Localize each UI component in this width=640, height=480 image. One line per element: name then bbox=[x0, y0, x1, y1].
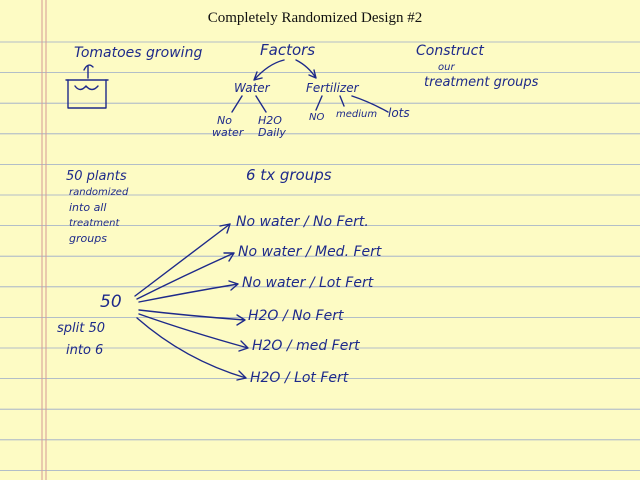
note-no-water-1: No bbox=[217, 114, 232, 127]
note-split-2: into 6 bbox=[66, 343, 103, 358]
note-plants-4: treatment bbox=[69, 218, 120, 229]
note-no: NO bbox=[309, 112, 324, 123]
note-tomatoes: Tomatoes growing bbox=[74, 45, 202, 61]
note-fifty: 50 bbox=[100, 292, 122, 312]
note-construct-3: treatment groups bbox=[424, 75, 539, 90]
plant-pot-sketch bbox=[65, 64, 109, 109]
note-h2o: H2O bbox=[258, 114, 282, 127]
page-title: Completely Randomized Design #2 bbox=[208, 10, 423, 26]
group-label: H2O / med Fert bbox=[252, 338, 360, 354]
group-arrows bbox=[134, 223, 249, 381]
group-label: No water / Lot Fert bbox=[242, 275, 374, 291]
note-lots: lots bbox=[388, 106, 410, 120]
note-construct-1: Construct bbox=[416, 43, 484, 59]
note-split-1: split 50 bbox=[57, 321, 105, 336]
note-medium: medium bbox=[336, 109, 377, 120]
note-plants-2: randomized bbox=[69, 187, 129, 198]
group-label: No water / Med. Fert bbox=[238, 244, 382, 260]
group-label: H2O / Lot Fert bbox=[250, 370, 349, 386]
note-factors: Factors bbox=[260, 41, 315, 59]
note-plants-1: 50 plants bbox=[66, 169, 127, 184]
note-plants-3: into all bbox=[69, 201, 106, 214]
group-label: No water / No Fert. bbox=[236, 214, 369, 230]
note-construct-2: our bbox=[438, 62, 455, 73]
note-water: Water bbox=[234, 81, 271, 95]
note-tx-groups: 6 tx groups bbox=[246, 166, 332, 184]
group-label: H2O / No Fert bbox=[248, 308, 344, 324]
note-fertilizer: Fertilizer bbox=[306, 81, 360, 95]
note-no-water-2: water bbox=[212, 126, 245, 139]
note-plants-5: groups bbox=[69, 232, 107, 245]
note-daily: Daily bbox=[258, 126, 286, 139]
